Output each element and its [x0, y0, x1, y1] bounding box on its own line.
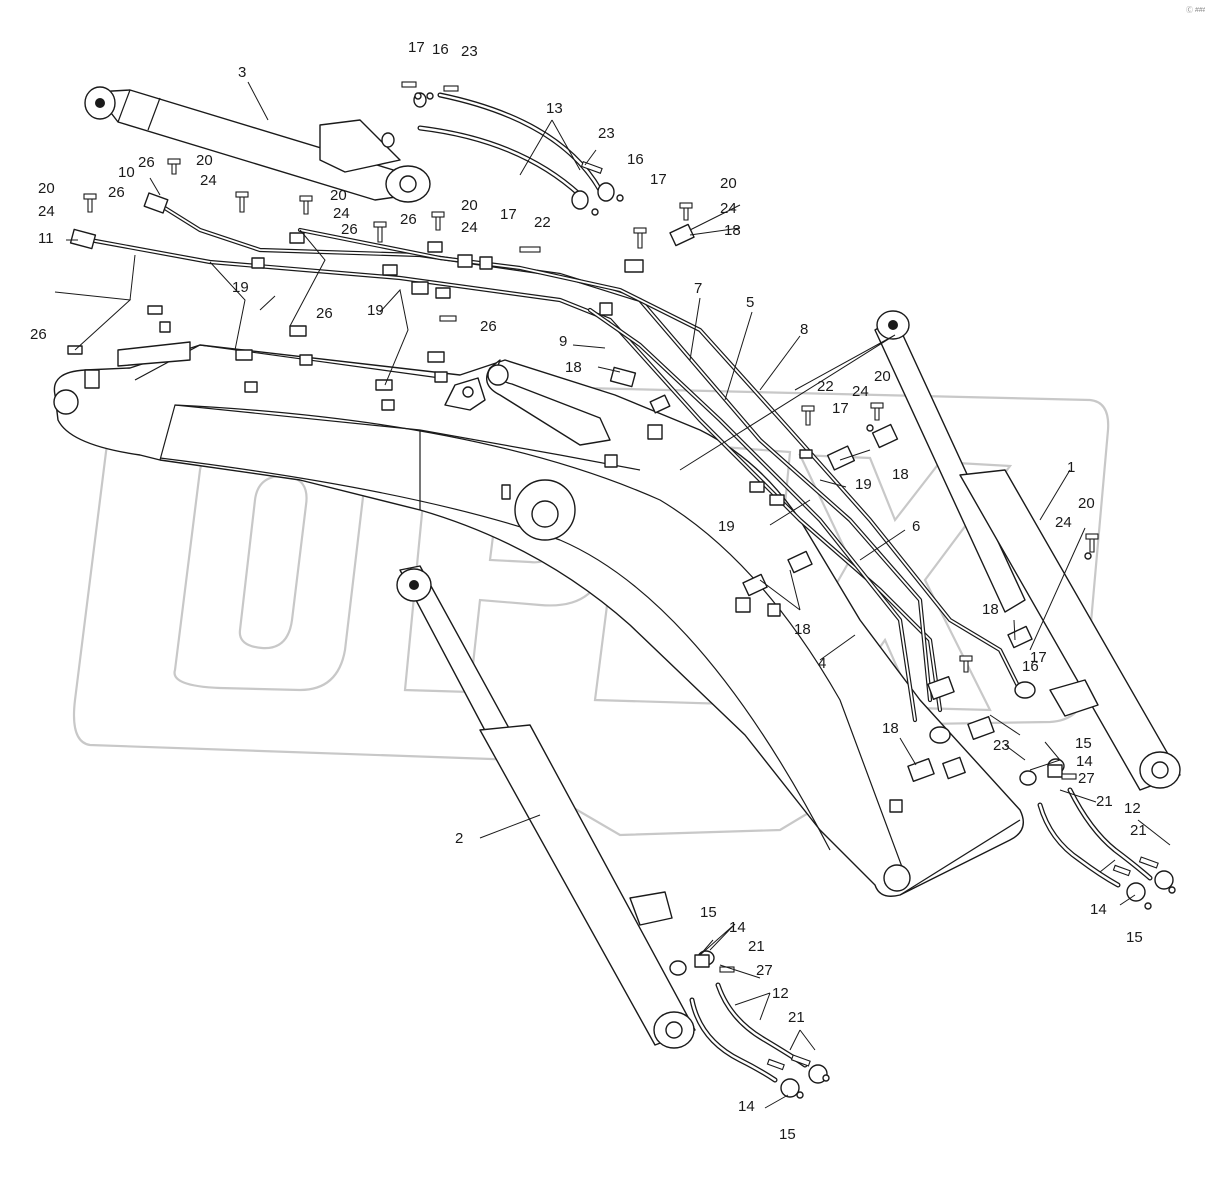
callout: 2: [455, 830, 463, 847]
callout: 26: [400, 211, 417, 228]
leader-lines: [54, 81, 1171, 1109]
callout: 22: [817, 378, 834, 395]
callout: 15: [1126, 929, 1143, 946]
callout: 20: [874, 368, 891, 385]
callout: 5: [746, 294, 754, 311]
callout: 13: [546, 100, 563, 117]
callout: 14: [1090, 901, 1107, 918]
callout: 27: [756, 962, 773, 979]
callout: 14: [729, 919, 746, 936]
callout: 16: [627, 151, 644, 168]
callout: 3: [238, 64, 246, 81]
callout: 18: [565, 359, 582, 376]
callout: 26: [316, 305, 333, 322]
callout-labels: 17 16 23 3 13 23 16 17 20 24 18 26 20 10…: [30, 39, 1147, 1143]
callout: 18: [724, 222, 741, 239]
callout: 21: [788, 1009, 805, 1026]
callout: 11: [38, 230, 54, 247]
bolts: [83, 81, 1176, 1099]
callout: 19: [718, 518, 735, 535]
callout: 21: [748, 938, 765, 955]
callout: 24: [852, 383, 869, 400]
callout: 23: [598, 125, 615, 142]
callout: 26: [480, 318, 497, 335]
callout: 6: [912, 518, 920, 535]
arm-cylinder: [84, 86, 431, 203]
callout: 15: [779, 1126, 796, 1143]
corner-stamp: Ⓒ ###: [1186, 6, 1205, 14]
callout: 20: [196, 152, 213, 169]
callout: 17: [1030, 649, 1047, 666]
callout: 23: [461, 43, 478, 60]
callout: 20: [461, 197, 478, 214]
callout: 19: [367, 302, 384, 319]
callout: 18: [794, 621, 811, 638]
callout: 12: [772, 985, 789, 1002]
callout: 26: [341, 221, 358, 238]
callout: 24: [38, 203, 55, 220]
callout: 16: [432, 41, 449, 58]
callout: 24: [200, 172, 217, 189]
callout: 15: [700, 904, 717, 921]
callout: 15: [1075, 735, 1092, 752]
boom: [53, 341, 1024, 897]
callout: 17: [500, 206, 517, 223]
callout: 12: [1124, 800, 1141, 817]
callout: 26: [30, 326, 47, 343]
callout: 20: [38, 180, 55, 197]
callout: 20: [1078, 495, 1095, 512]
callout: 14: [1076, 753, 1093, 770]
callout: 4: [818, 655, 826, 672]
callout: 17: [832, 400, 849, 417]
callout: 18: [982, 601, 999, 618]
callout: 23: [993, 737, 1010, 754]
callout: 18: [882, 720, 899, 737]
boom-clamps: [159, 321, 903, 813]
callout: 22: [534, 214, 551, 231]
callout: 20: [720, 175, 737, 192]
callout: 24: [720, 200, 737, 217]
callout: 17: [650, 171, 667, 188]
callout: 8: [800, 321, 808, 338]
callout: 18: [892, 466, 909, 483]
callout: 19: [855, 476, 872, 493]
callout: 7: [694, 280, 702, 297]
boom-cylinder-right: [874, 310, 1181, 791]
boom-cylinder-left: [396, 565, 696, 1049]
callout: 10: [118, 164, 135, 181]
callout: 14: [738, 1098, 755, 1115]
callout: 19: [232, 279, 249, 296]
callout: 24: [1055, 514, 1072, 531]
callout: 20: [330, 187, 347, 204]
callout: 21: [1096, 793, 1113, 810]
callout: 26: [108, 184, 125, 201]
callout: 26: [138, 154, 155, 171]
callout: 24: [461, 219, 478, 236]
callout: 9: [559, 333, 567, 350]
callout: 27: [1078, 770, 1095, 787]
hose-13: [417, 92, 603, 198]
fittings: [67, 92, 1174, 1098]
boom-tip-pin: [883, 864, 911, 892]
callout: 16: [1022, 658, 1039, 675]
callout: 21: [1130, 822, 1147, 839]
callout: 24: [333, 205, 350, 222]
callout: 17: [408, 39, 425, 56]
boom-foot-pin: [53, 389, 79, 415]
callout: 1: [1067, 459, 1075, 476]
